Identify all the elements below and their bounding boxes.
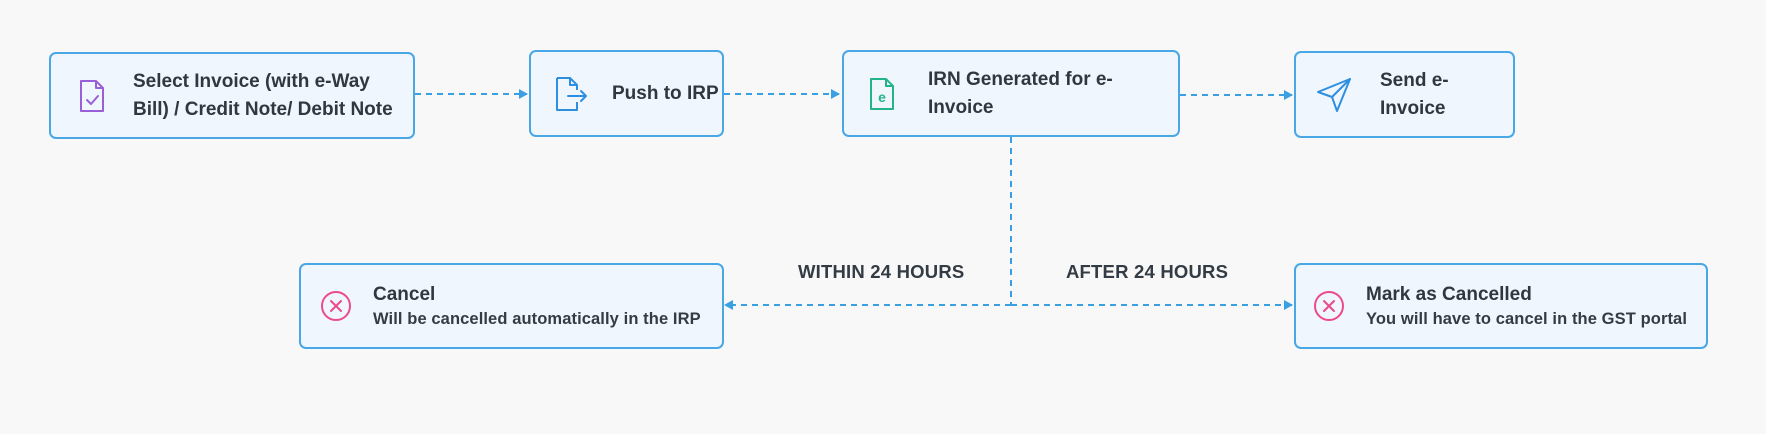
mark-cancelled-description: You will have to cancel in the GST porta… <box>1366 309 1688 328</box>
e-document-letter: e <box>878 89 886 105</box>
irn-generated-label: IRN Generated for e-Invoice <box>928 68 1113 118</box>
paper-plane-icon <box>1314 76 1354 114</box>
mark-cancelled-title: Mark as Cancelled <box>1366 283 1532 305</box>
after-24-hours-label: AFTER 24 HOURS <box>1066 261 1229 282</box>
cancel-title: Cancel <box>373 283 436 305</box>
document-export-icon <box>551 76 591 112</box>
mark-cancelled-outcome: Mark as Cancelled You will have to cance… <box>1294 263 1708 349</box>
document-check-icon <box>71 79 113 113</box>
select-invoice-label: Select Invoice (with e-Way Bill) / Credi… <box>133 70 393 120</box>
e-document-icon: e <box>862 77 902 111</box>
push-to-irp-label: Push to IRP <box>612 82 719 104</box>
send-e-invoice-step: Send e-Invoice <box>1294 51 1515 138</box>
irn-generated-step: e IRN Generated for e-Invoice <box>842 50 1180 137</box>
send-e-invoice-label: Send e-Invoice <box>1380 69 1449 119</box>
cancel-outcome: Cancel Will be cancelled automatically i… <box>299 263 724 349</box>
select-invoice-step: Select Invoice (with e-Way Bill) / Credi… <box>49 52 415 139</box>
within-24-hours-label: WITHIN 24 HOURS <box>798 261 965 282</box>
x-circle-icon <box>319 290 353 322</box>
x-circle-icon <box>1312 290 1346 322</box>
push-to-irp-step: Push to IRP <box>529 50 724 137</box>
cancel-description: Will be cancelled automatically in the I… <box>373 309 701 328</box>
